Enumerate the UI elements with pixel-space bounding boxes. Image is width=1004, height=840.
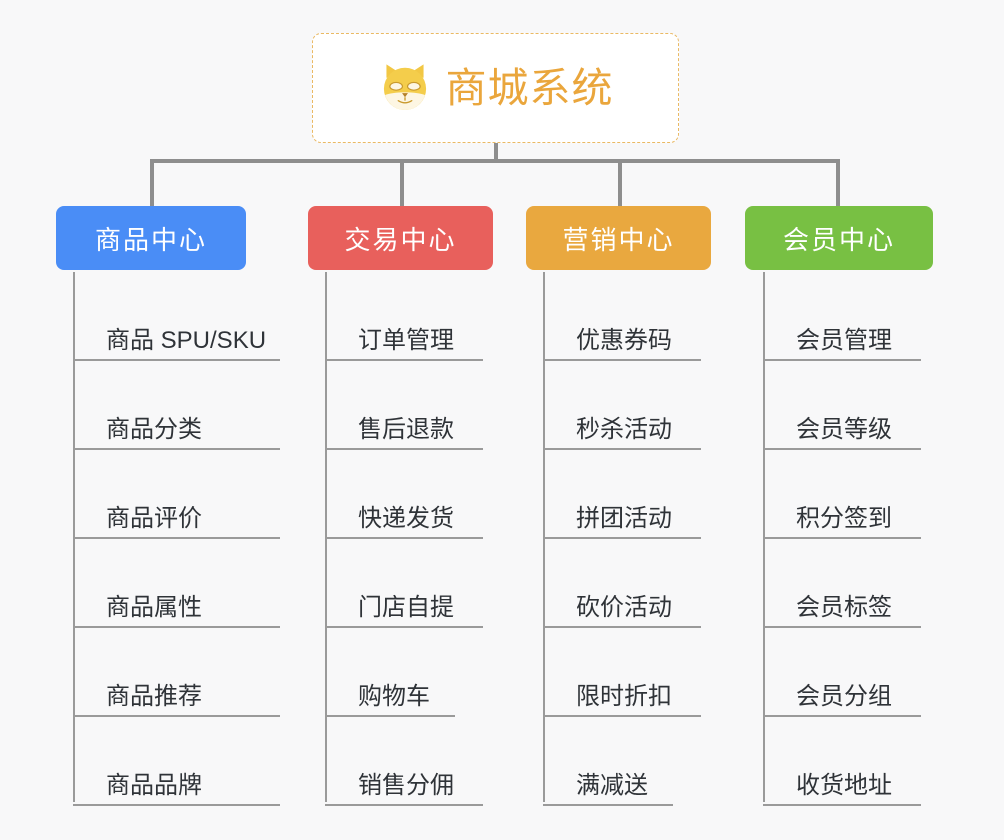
- leaf-label: 购物车: [358, 683, 430, 711]
- list-item[interactable]: 会员分组: [763, 628, 921, 717]
- category-header-marketing-center[interactable]: 营销中心: [526, 206, 711, 270]
- leaf-label: 会员分组: [796, 683, 892, 711]
- leaf-label: 订单管理: [358, 327, 454, 355]
- leaf-label: 积分签到: [796, 505, 892, 533]
- leaf-label: 秒杀活动: [576, 416, 672, 444]
- leaf-list-trade-center: 订单管理 售后退款 快递发货 门店自提 购物车 销售分佣: [325, 272, 483, 806]
- column-marketing-center: 营销中心: [526, 206, 711, 270]
- leaf-label: 砍价活动: [576, 594, 672, 622]
- list-item[interactable]: 售后退款: [325, 361, 483, 450]
- column-product-center: 商品中心: [56, 206, 246, 270]
- list-item[interactable]: 会员管理: [763, 272, 921, 361]
- list-item[interactable]: 秒杀活动: [543, 361, 701, 450]
- leaf-label: 商品分类: [106, 416, 202, 444]
- leaf-list-member-center: 会员管理 会员等级 积分签到 会员标签 会员分组 收货地址: [763, 272, 921, 806]
- column-member-center: 会员中心: [745, 206, 933, 270]
- list-item[interactable]: 销售分佣: [325, 717, 483, 806]
- leaf-label: 快递发货: [358, 505, 454, 533]
- leaf-label: 满减送: [576, 772, 648, 800]
- leaf-label: 会员标签: [796, 594, 892, 622]
- list-item[interactable]: 商品推荐: [73, 628, 280, 717]
- list-item[interactable]: 优惠券码: [543, 272, 701, 361]
- category-header-member-center[interactable]: 会员中心: [745, 206, 933, 270]
- list-item[interactable]: 拼团活动: [543, 450, 701, 539]
- list-item[interactable]: 收货地址: [763, 717, 921, 806]
- category-header-product-center[interactable]: 商品中心: [56, 206, 246, 270]
- connector-drop-member-center: [836, 159, 840, 206]
- leaf-list-product-center: 商品 SPU/SKU 商品分类 商品评价 商品属性 商品推荐 商品品牌: [73, 272, 280, 806]
- list-item[interactable]: 商品品牌: [73, 717, 280, 806]
- leaf-label: 销售分佣: [358, 772, 454, 800]
- connector-drop-marketing-center: [618, 159, 622, 206]
- list-item[interactable]: 快递发货: [325, 450, 483, 539]
- leaf-label: 会员管理: [796, 327, 892, 355]
- root-title: 商城系统: [445, 64, 614, 111]
- list-item[interactable]: 商品属性: [73, 539, 280, 628]
- connector-root-stem: [494, 143, 498, 161]
- list-item[interactable]: 限时折扣: [543, 628, 701, 717]
- root-node-shop-system[interactable]: 商城系统: [312, 33, 679, 143]
- list-item[interactable]: 会员等级: [763, 361, 921, 450]
- list-item[interactable]: 购物车: [325, 628, 455, 717]
- leaf-list-marketing-center: 优惠券码 秒杀活动 拼团活动 砍价活动 限时折扣 满减送: [543, 272, 701, 806]
- leaf-label: 商品属性: [106, 594, 202, 622]
- list-item[interactable]: 商品分类: [73, 361, 280, 450]
- leaf-label: 优惠券码: [576, 327, 672, 355]
- leaf-label: 收货地址: [796, 772, 892, 800]
- list-item[interactable]: 订单管理: [325, 272, 483, 361]
- category-header-trade-center[interactable]: 交易中心: [308, 206, 493, 270]
- connector-horizontal-bus: [150, 159, 840, 163]
- column-trade-center: 交易中心: [308, 206, 493, 270]
- leaf-label: 会员等级: [796, 416, 892, 444]
- connector-drop-product-center: [150, 159, 154, 206]
- leaf-label: 商品品牌: [106, 772, 202, 800]
- leaf-label: 售后退款: [358, 416, 454, 444]
- leaf-label: 拼团活动: [576, 505, 672, 533]
- list-item[interactable]: 商品评价: [73, 450, 280, 539]
- list-item[interactable]: 砍价活动: [543, 539, 701, 628]
- leaf-label: 限时折扣: [576, 683, 672, 711]
- list-item[interactable]: 商品 SPU/SKU: [73, 272, 280, 361]
- list-item[interactable]: 门店自提: [325, 539, 483, 628]
- leaf-label: 商品评价: [106, 505, 202, 533]
- shiba-dog-face-icon: [383, 64, 426, 110]
- list-item[interactable]: 积分签到: [763, 450, 921, 539]
- leaf-label: 商品 SPU/SKU: [106, 327, 267, 355]
- list-item[interactable]: 满减送: [543, 717, 673, 806]
- leaf-label: 门店自提: [358, 594, 454, 622]
- list-item[interactable]: 会员标签: [763, 539, 921, 628]
- leaf-label: 商品推荐: [106, 683, 202, 711]
- connector-drop-trade-center: [400, 159, 404, 206]
